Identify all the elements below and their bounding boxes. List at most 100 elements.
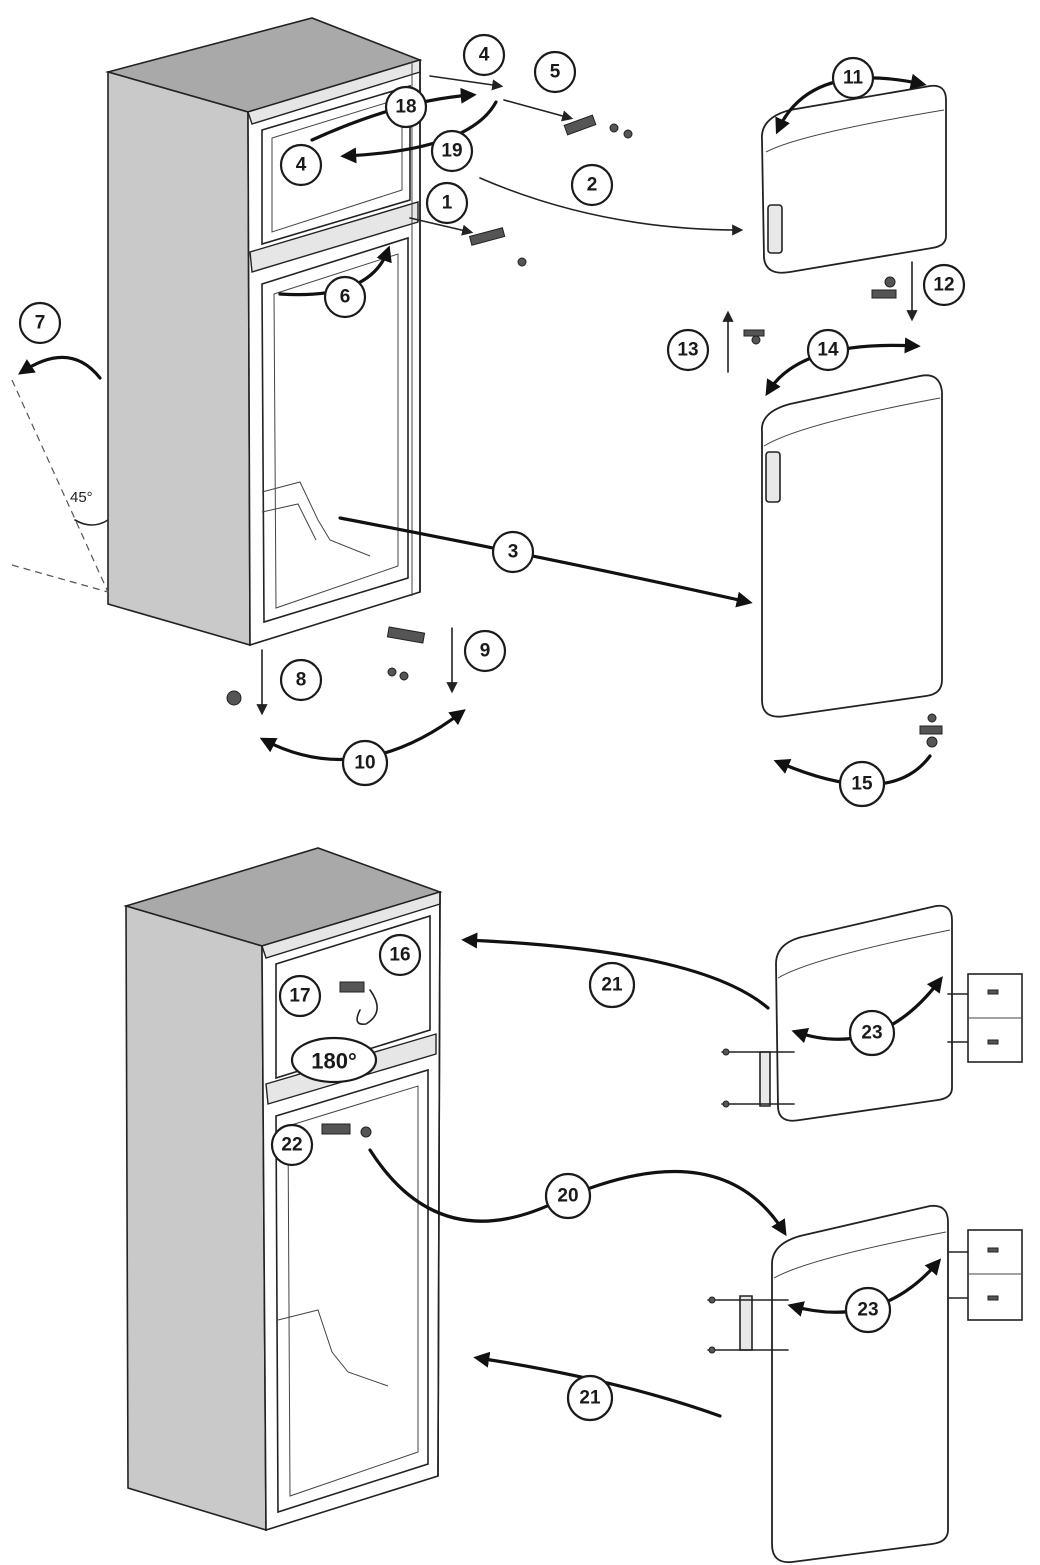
freezer-door-2-top-edge [777,929,951,979]
callout-2-label: 2 [587,175,598,196]
callout-6: 6 [323,275,367,319]
freezer-door-handle [767,204,783,254]
plug-cover-lower [967,1229,1023,1321]
callout-5-label: 5 [550,62,561,83]
callout-15: 15 [838,760,886,808]
freezer-door-2-handle [759,1051,771,1107]
callout-12: 12 [922,263,966,307]
arrow-21-lower [473,1351,722,1418]
arrow-2 [479,177,744,236]
hinge-parts-top [226,114,633,706]
callout-21-upper-label: 21 [601,975,623,996]
callout-4-top: 4 [462,33,506,77]
fridge-inner-2 [287,1085,419,1497]
plug-pin-b [987,1039,999,1045]
hinge-pin-parts [722,261,921,397]
crisper-drawer-2 [277,1309,389,1387]
callout-18-label: 18 [395,97,416,118]
fridge-door-panel-2 [771,1204,949,1564]
callout-4-left: 4 [279,143,323,187]
callout-21-lower: 21 [566,1374,614,1422]
callout-7: 7 [18,301,62,345]
callout-19: 19 [430,129,474,173]
callout-15-label: 15 [851,774,873,795]
fridge-door-handle [765,451,781,503]
door-bracket-15 [919,725,943,735]
callout-1: 1 [425,181,469,225]
fridge-door-2-handle [739,1295,753,1351]
hinge-part-16 [339,981,365,993]
freezer-compartment-2 [275,914,431,1080]
callout-23-lower-label: 23 [857,1300,878,1321]
handle-screw-a [722,1048,730,1056]
callout-19-label: 19 [441,141,462,162]
bracket-13 [743,329,765,337]
callout-21-upper: 21 [588,961,636,1009]
rotate-180-callout: 180° [290,1036,378,1084]
screw-9a [387,667,397,677]
rotate-180-label: 180° [311,1049,357,1074]
callout-11-label: 11 [843,68,864,89]
tilt-line-lower [11,564,109,593]
hinge-part-22 [321,1123,351,1135]
callout-21-lower-label: 21 [579,1388,601,1409]
bracket-12 [871,289,897,299]
callout-5: 5 [533,50,577,94]
fridge-door-2-top-edge [773,1231,947,1279]
pin-13 [751,335,761,345]
handle-screw-b [722,1100,730,1108]
fridge-door-bottom [707,1204,1023,1564]
callout-8-label: 8 [296,670,307,691]
screw-5b [623,129,633,139]
door-pin-15b [926,736,938,748]
callout-14: 14 [806,328,850,372]
hinge-part-5 [563,114,597,136]
callout-14-label: 14 [817,340,839,361]
tilt-line-upper [11,379,109,593]
callout-16-label: 16 [389,945,410,966]
callout-11: 11 [831,56,875,100]
callout-9-label: 9 [480,641,491,662]
fridge-door-panel [761,374,943,718]
crisper-drawer [261,481,371,557]
fridge-door-top-edge [763,397,941,447]
callout-23-upper-label: 23 [861,1023,882,1044]
callout-7-label: 7 [35,313,46,334]
callout-12-label: 12 [933,275,954,296]
fridge-inner [273,253,399,609]
callout-20-label: 20 [557,1186,578,1207]
cabinet-front-opening [247,58,421,647]
screw-9b [399,671,409,681]
callout-23-lower: 23 [844,1286,892,1334]
hinge-bottom-9 [386,626,426,644]
cabinet2-right-edge [437,891,441,1477]
callout-22: 22 [270,1123,314,1167]
plug-pin-c [987,1247,999,1253]
callout-1-label: 1 [442,193,453,214]
fridge-compartment [261,236,409,624]
callout-10: 10 [341,739,389,787]
callout-2: 2 [570,163,614,207]
arrow-5 [503,99,574,122]
arrow-21-upper [461,932,770,1010]
callout-22-label: 22 [281,1135,302,1156]
pin-12 [884,276,896,288]
arrow-3 [338,516,753,608]
callout-3: 3 [491,530,535,574]
callout-17-label: 17 [289,986,310,1007]
rotate-180-oval [290,1036,378,1084]
callouts: 4 5 18 19 4 2 1 11 12 13 14 6 7 3 8 9 10… [18,33,966,1422]
callout-4-left-label: 4 [296,155,307,176]
arrow-16-rotate [356,989,378,1026]
callout-10-label: 10 [354,753,375,774]
callout-6-label: 6 [340,287,351,308]
freezer-inner [271,97,403,233]
callout-4-top-label: 4 [479,45,490,66]
tilt-angle-label: 45° [70,489,93,506]
hinge-part-1 [468,227,506,246]
middle-divider [249,201,419,273]
arrow-4 [429,75,504,91]
callout-9: 9 [463,629,507,673]
callout-23-upper: 23 [848,1009,896,1057]
arrow-11 [775,73,927,135]
